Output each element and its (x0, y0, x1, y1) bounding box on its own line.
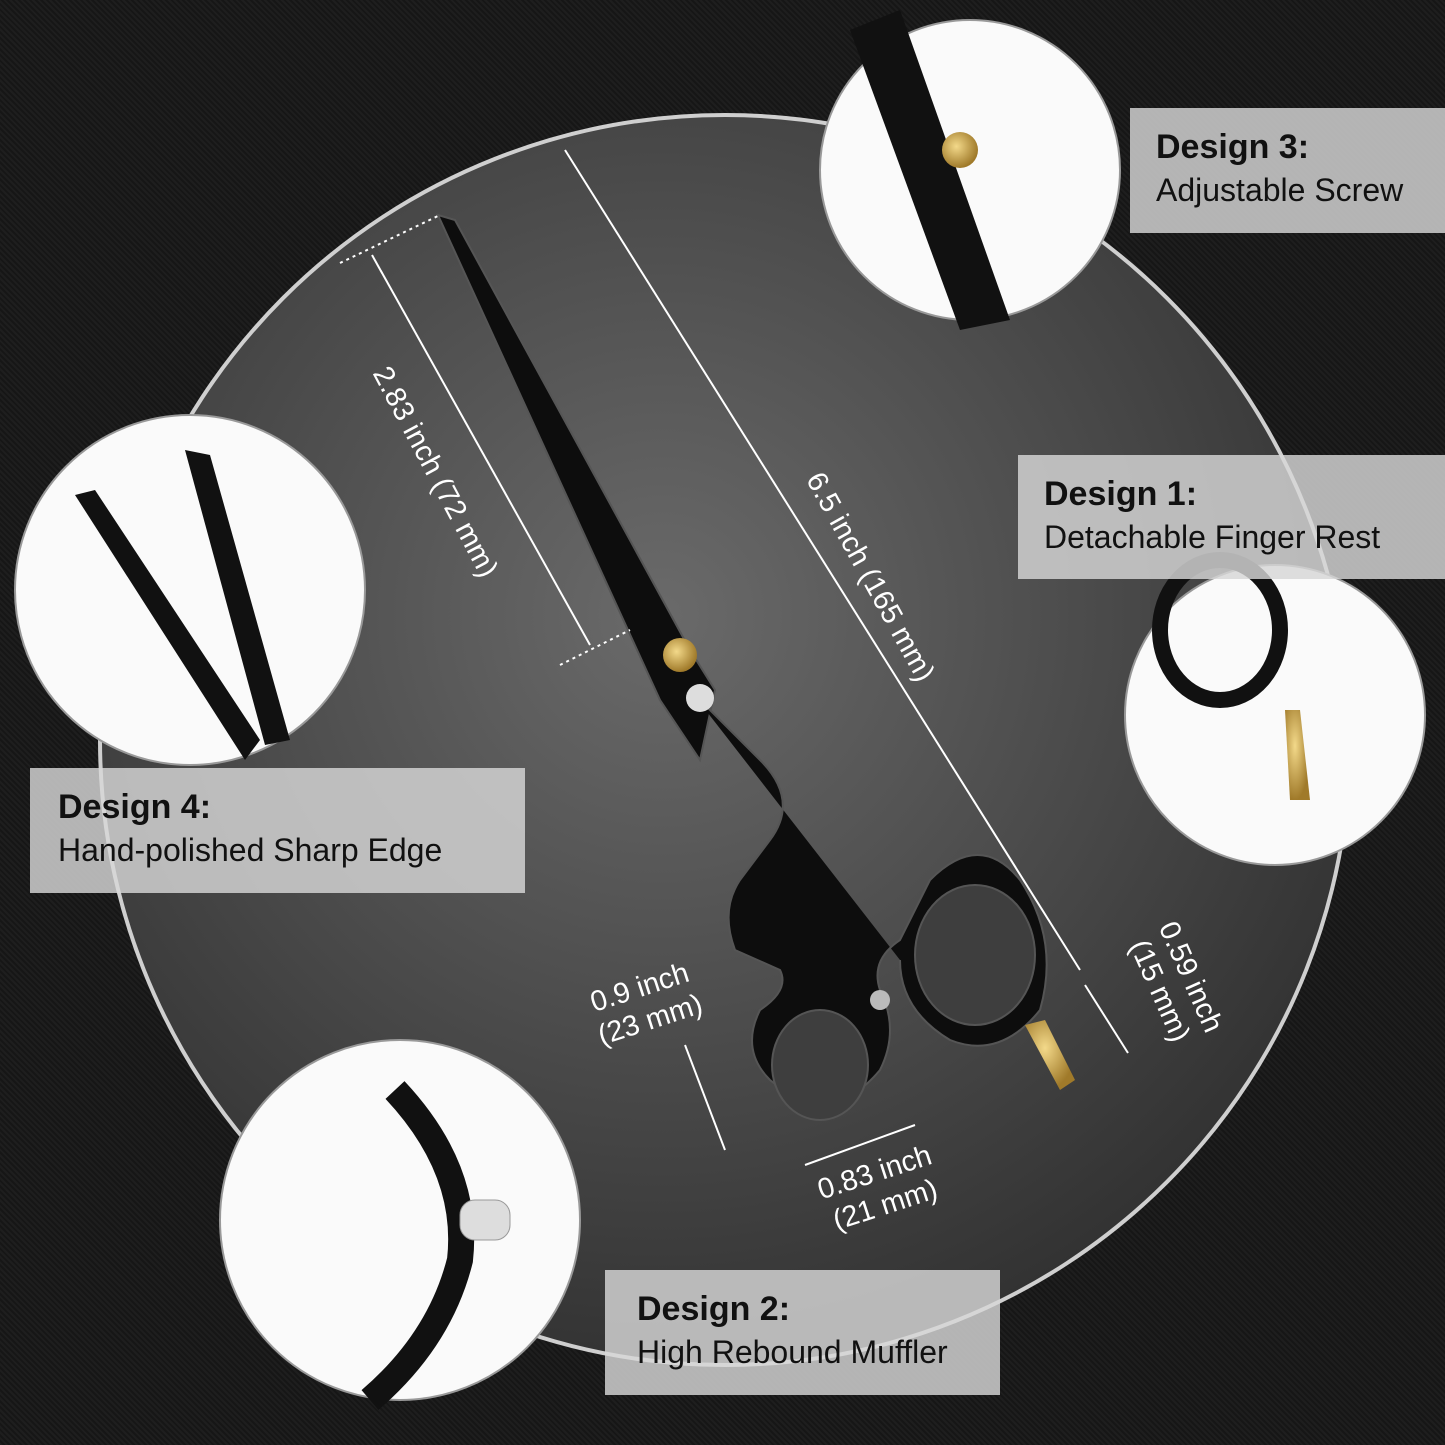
callout-title: Design 1: (1044, 475, 1198, 513)
callout-design-2: Design 2: High Rebound Muffler (605, 1270, 1000, 1395)
callout-subtitle: Adjustable Screw (1156, 172, 1404, 208)
callout-design-3: Design 3: Adjustable Screw (1130, 108, 1445, 233)
callout-title: Design 4: (58, 788, 212, 826)
muffler (870, 990, 890, 1010)
finger-rest (1025, 1020, 1075, 1090)
callout-circle-screw (819, 10, 1121, 330)
callout-circle-edge (14, 414, 366, 766)
callout-title: Design 3: (1156, 128, 1310, 166)
scissors (436, 213, 1048, 1121)
pivot-screw (663, 638, 697, 672)
brand-logo (686, 684, 714, 712)
callout-subtitle: High Rebound Muffler (637, 1334, 948, 1370)
callout-circle-finger-rest (1124, 552, 1426, 866)
callout-subtitle: Hand-polished Sharp Edge (58, 832, 443, 868)
callout-title: Design 2: (637, 1290, 791, 1328)
callout-subtitle: Detachable Finger Rest (1044, 519, 1381, 555)
dimension-lines (339, 149, 1129, 1166)
callout-design-4: Design 4: Hand-polished Sharp Edge (30, 768, 525, 893)
callout-circle-muffler (219, 1039, 581, 1410)
callout-design-1: Design 1: Detachable Finger Rest (1018, 455, 1445, 579)
